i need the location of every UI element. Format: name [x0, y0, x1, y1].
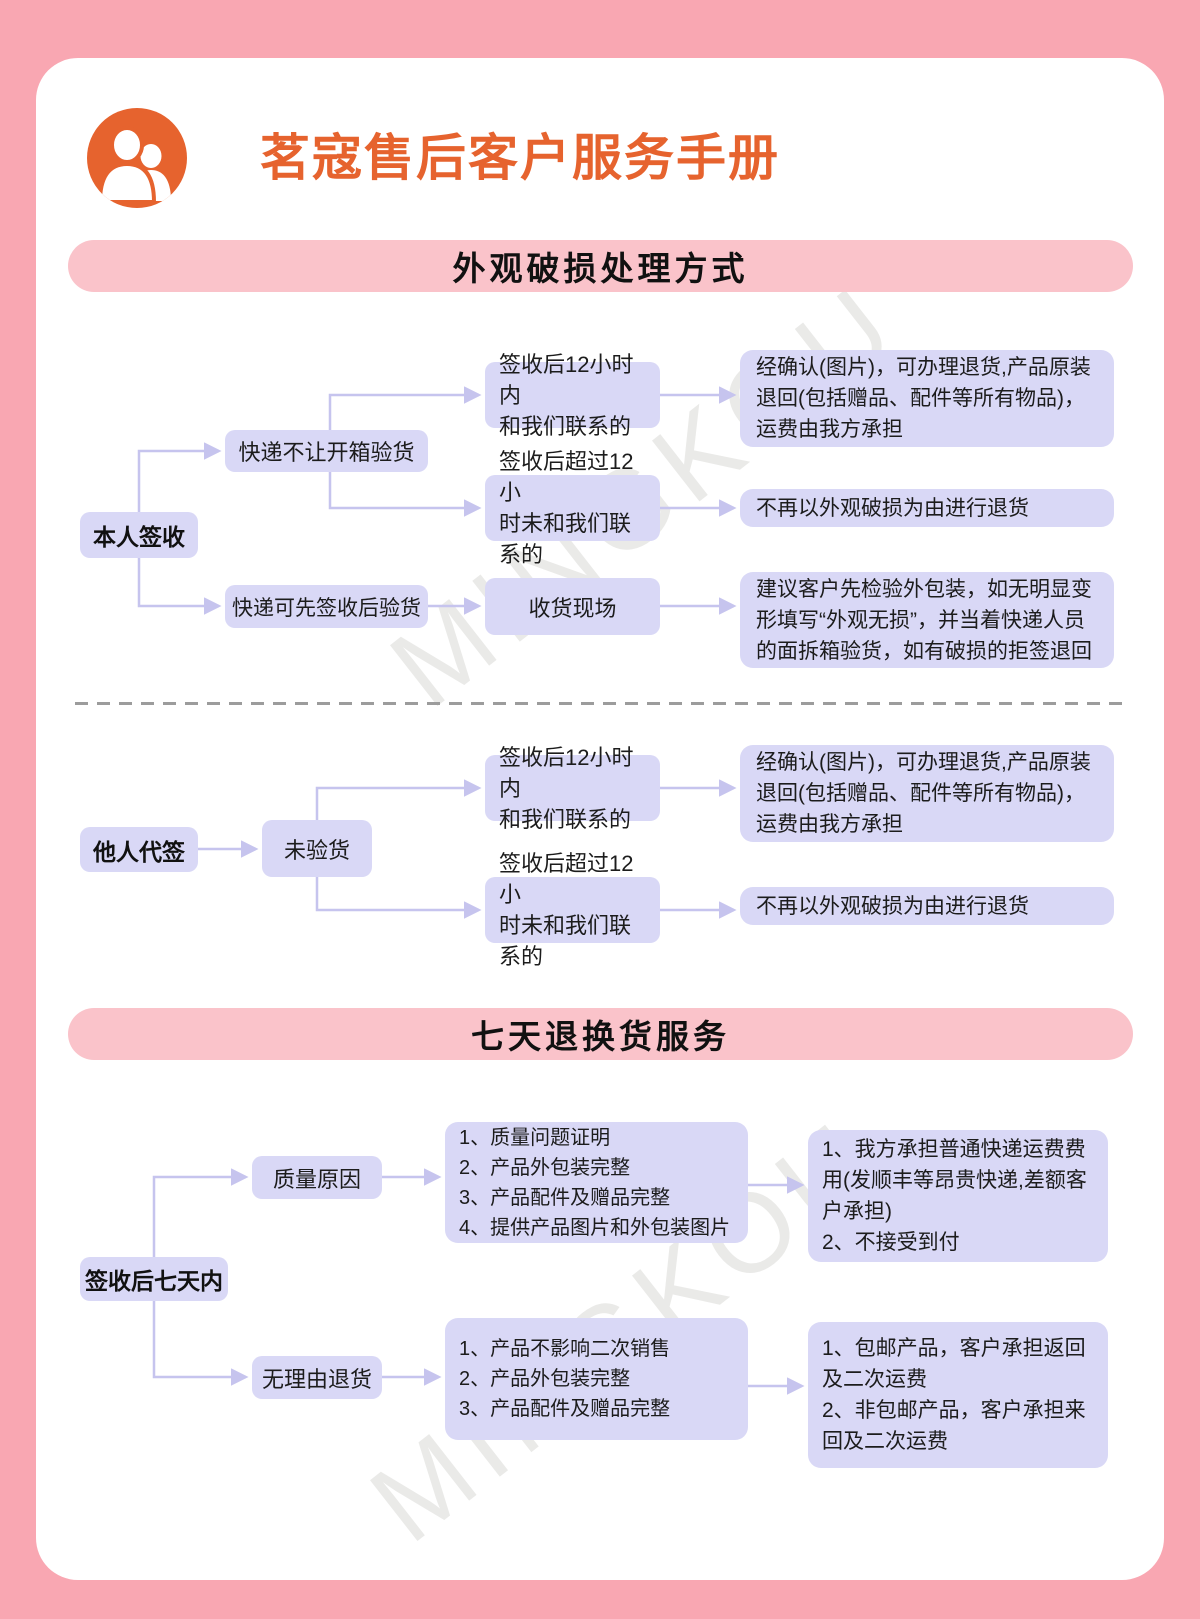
list-item: 1、包邮产品，客户承担返回及二次运费: [822, 1337, 1086, 1391]
dashed-divider: [75, 702, 1125, 705]
list-item: 2、产品外包装完整: [459, 1368, 631, 1390]
result-inspect-advice: 建议客户先检验外包装，如无明显变形填写“外观无损”，并当着快递人员的面拆箱验货，…: [740, 572, 1114, 668]
result-refund-denied-2: 不再以外观破损为由进行退货: [740, 887, 1114, 925]
result-refund-ok-1: 经确认(图片)，可办理退货,产品原装退回(包括赠品、配件等所有物品)，运费由我方…: [740, 350, 1114, 447]
list-item: 3、产品配件及赠品完整: [459, 1398, 671, 1420]
list-quality-policy: 1、我方承担普通快递运费费用(发顺丰等昂贵快递,差额客户承担) 2、不接受到付: [808, 1130, 1108, 1262]
node-proxy-sign: 他人代签: [80, 827, 198, 872]
node-over-12h-1: 签收后超过12小 时未和我们联系的: [485, 449, 660, 567]
list-item: 1、我方承担普通快递运费费用(发顺丰等昂贵快递,差额客户承担): [822, 1138, 1087, 1223]
list-item: 2、不接受到付: [822, 1231, 960, 1254]
section2-banner: 七天退换货服务: [68, 1008, 1133, 1060]
node-within-7-days: 签收后七天内: [80, 1257, 228, 1301]
list-item: 1、产品不影响二次销售: [459, 1338, 671, 1360]
node-over-12h-2: 签收后超过12小 时未和我们联系的: [485, 851, 660, 969]
list-item: 2、非包邮产品，客户承担来回及二次运费: [822, 1399, 1086, 1453]
node-courier-sign-first: 快递可先签收后验货: [225, 585, 428, 628]
node-no-reason-return: 无理由退货: [252, 1356, 382, 1399]
page-title: 茗寇售后客户服务手册: [260, 130, 780, 186]
section1-banner: 外观破损处理方式: [68, 240, 1133, 292]
list-item: 2、产品外包装完整: [459, 1156, 631, 1179]
list-no-reason-policy: 1、包邮产品，客户承担返回及二次运费 2、非包邮产品，客户承担来回及二次运费: [808, 1322, 1108, 1468]
node-within-12h-1: 签收后12小时内 和我们联系的: [485, 352, 660, 439]
poster-card: MINGKOU MINGKOU: [36, 58, 1164, 1580]
node-receiving-site: 收货现场: [485, 578, 660, 635]
list-item: 4、提供产品图片和外包装图片: [459, 1216, 731, 1239]
list-no-reason-conditions: 1、产品不影响二次销售 2、产品外包装完整 3、产品配件及赠品完整: [445, 1318, 748, 1440]
node-courier-no-open: 快递不让开箱验货: [225, 430, 428, 472]
list-item: 1、质量问题证明: [459, 1126, 611, 1149]
node-within-12h-2: 签收后12小时内 和我们联系的: [485, 745, 660, 832]
node-quality-reason: 质量原因: [252, 1156, 382, 1199]
result-refund-denied-1: 不再以外观破损为由进行退货: [740, 489, 1114, 527]
node-not-inspected: 未验货: [262, 820, 372, 877]
result-refund-ok-2: 经确认(图片)，可办理退货,产品原装退回(包括赠品、配件等所有物品)，运费由我方…: [740, 745, 1114, 842]
list-quality-conditions: 1、质量问题证明 2、产品外包装完整 3、产品配件及赠品完整 4、提供产品图片和…: [445, 1122, 748, 1243]
list-item: 3、产品配件及赠品完整: [459, 1186, 671, 1209]
node-self-sign: 本人签收: [80, 512, 198, 558]
brand-logo people-icon: [87, 108, 187, 208]
flow-connectors: [137, 386, 805, 1395]
